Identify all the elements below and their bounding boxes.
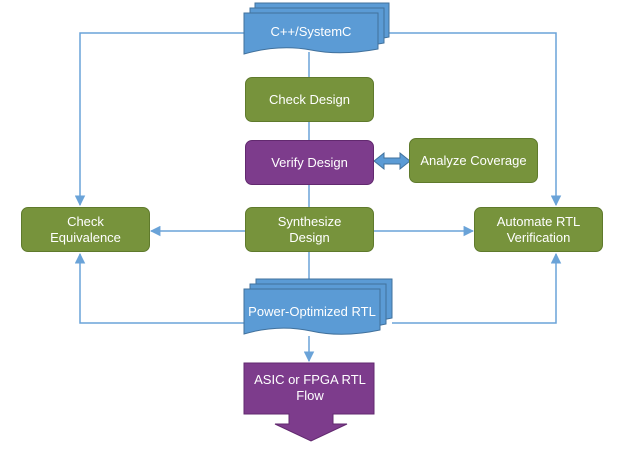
synthesize-design-label: Synthesize Design: [277, 213, 342, 245]
synthesize-design-node: Synthesize Design: [245, 207, 374, 252]
connector-rtl-to-automate-verification: [392, 252, 562, 324]
check-design-node: Check Design: [245, 77, 374, 122]
verify-design-node: Verify Design: [245, 140, 374, 185]
final-flow-arrow: [243, 362, 375, 442]
rtl-document-stack: [243, 278, 393, 335]
check-equivalence-label: Check Equivalence: [50, 213, 121, 245]
source-document-stack: [243, 2, 390, 55]
automate-rtl-verification-label: Automate RTL Verification: [496, 213, 581, 245]
analyze-coverage-node: Analyze Coverage: [409, 138, 538, 183]
asic-fpga-flow-label: ASIC or FPGA RTL Flow: [254, 372, 366, 403]
double-arrow-verify-coverage: [373, 151, 411, 171]
analyze-coverage-label: Analyze Coverage: [420, 152, 527, 168]
verify-design-label: Verify Design: [271, 154, 348, 170]
connector-rtl-to-check-equivalence: [74, 252, 244, 324]
power-optimized-rtl-label: Power-Optimized RTL: [248, 304, 376, 319]
check-equivalence-node: Check Equivalence: [21, 207, 150, 252]
connector-source-to-check-equivalence: [74, 32, 244, 207]
connector-source-to-automate-verification: [389, 32, 562, 207]
automate-rtl-verification-node: Automate RTL Verification: [474, 207, 603, 252]
source-node-label: C++/SystemC: [270, 24, 352, 39]
check-design-label: Check Design: [269, 91, 350, 107]
